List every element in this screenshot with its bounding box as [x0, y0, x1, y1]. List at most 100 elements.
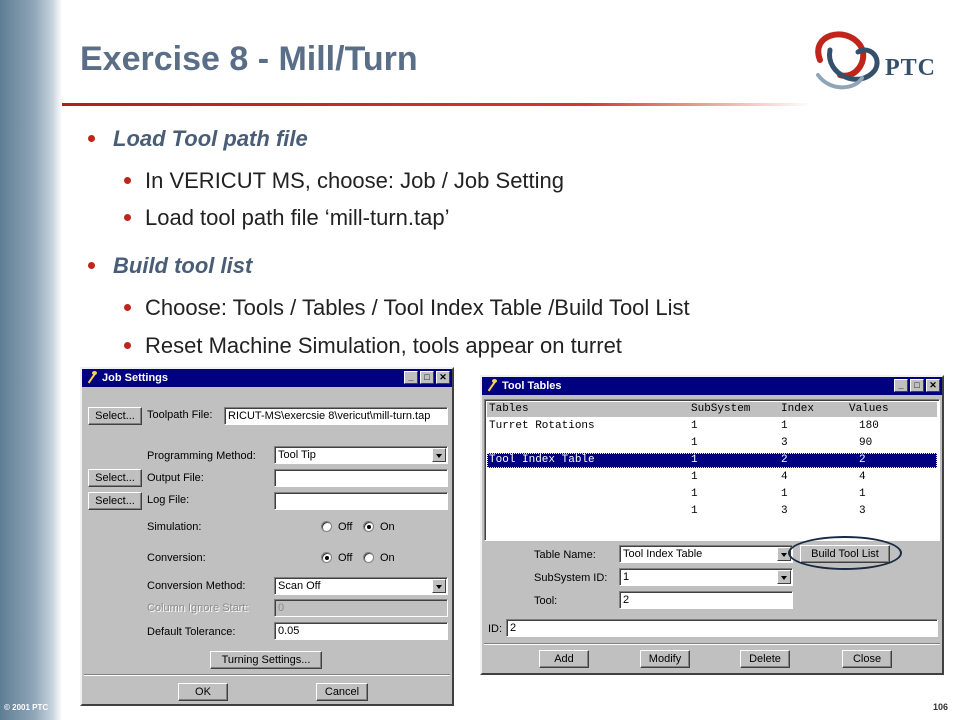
- conversion-on-radio[interactable]: [363, 552, 374, 563]
- maximize-icon[interactable]: [420, 371, 434, 384]
- conversion-label: Conversion:: [147, 552, 206, 564]
- table-row-selected[interactable]: Tool Index Table 1 2 2: [487, 453, 937, 468]
- ptc-logo-text: PTC: [885, 55, 936, 81]
- cell-subsystem: 1: [691, 505, 698, 517]
- window-controls: [404, 371, 450, 384]
- programming-method-value: Tool Tip: [278, 449, 316, 461]
- programming-method-label: Programming Method:: [147, 450, 256, 462]
- slide-title: Exercise 8 - Mill/Turn: [80, 40, 418, 78]
- conversion-off-radio[interactable]: [321, 552, 332, 563]
- cell-values: 2: [859, 454, 866, 466]
- programming-method-select[interactable]: Tool Tip: [274, 446, 448, 464]
- chevron-down-icon[interactable]: [432, 579, 446, 593]
- bullet-dot-icon: [124, 213, 131, 221]
- minimize-icon[interactable]: [404, 371, 418, 384]
- simulation-on-radio[interactable]: [363, 521, 374, 532]
- cell-subsystem: 1: [691, 437, 698, 449]
- select-output-button[interactable]: Select...: [88, 469, 142, 487]
- tool-tables-list[interactable]: Tables SubSystem Index Values Turret Rot…: [484, 399, 940, 541]
- close-icon[interactable]: [436, 371, 450, 384]
- column-header-tables[interactable]: Tables: [489, 403, 529, 415]
- conversion-method-select[interactable]: Scan Off: [274, 577, 448, 595]
- left-gradient-band: [0, 0, 62, 720]
- modify-button[interactable]: Modify: [640, 650, 690, 668]
- pin-icon: [86, 371, 98, 384]
- cell-index: 2: [781, 454, 788, 466]
- bullet-load-tap-file: Load tool path file ‘mill-turn.tap’: [124, 205, 450, 231]
- select-toolpath-button[interactable]: Select...: [88, 407, 142, 425]
- turning-settings-button[interactable]: Turning Settings...: [210, 651, 322, 669]
- cell-table: Turret Rotations: [489, 420, 595, 432]
- bullet-text: Build tool list: [113, 253, 253, 278]
- close-icon[interactable]: [926, 379, 940, 392]
- id-input[interactable]: 2: [506, 619, 938, 637]
- log-file-input[interactable]: [274, 492, 448, 510]
- subsystem-id-select[interactable]: 1: [619, 568, 793, 586]
- select-log-button[interactable]: Select...: [88, 492, 142, 510]
- simulation-off-label: Off: [338, 521, 353, 533]
- cell-values: 1: [859, 488, 866, 500]
- bullet-dot-icon: [88, 134, 95, 142]
- divider: [84, 674, 450, 676]
- bullet-dot-icon: [88, 261, 95, 269]
- simulation-label: Simulation:: [147, 521, 202, 533]
- toolpath-file-input[interactable]: RICUT-MS\exercsie 8\vericut\mill-turn.ta…: [224, 407, 448, 425]
- close-button[interactable]: Close: [842, 650, 892, 668]
- ptc-logo-icon: [815, 31, 880, 90]
- tool-tables-title-bar[interactable]: Tool Tables: [482, 377, 942, 395]
- default-tolerance-input[interactable]: 0.05: [274, 622, 448, 640]
- column-header-values[interactable]: Values: [849, 403, 889, 415]
- add-button[interactable]: Add: [539, 650, 589, 668]
- bullet-dot-icon: [124, 341, 131, 349]
- table-row[interactable]: 1 3 3: [487, 504, 937, 519]
- table-name-select[interactable]: Tool Index Table: [619, 545, 793, 563]
- bullet-text: In VERICUT MS, choose: Job / Job Setting: [145, 168, 565, 193]
- title-underline: [62, 103, 812, 106]
- table-row[interactable]: Turret Rotations 1 1 180: [487, 419, 937, 434]
- bullet-vericut-job-setting: In VERICUT MS, choose: Job / Job Setting: [124, 168, 564, 194]
- simulation-on-label: On: [380, 521, 395, 533]
- subsystem-id-label: SubSystem ID:: [534, 572, 608, 584]
- maximize-icon[interactable]: [910, 379, 924, 392]
- simulation-off-radio[interactable]: [321, 521, 332, 532]
- id-label: ID:: [488, 623, 503, 635]
- cell-subsystem: 1: [691, 471, 698, 483]
- job-settings-title-bar[interactable]: Job Settings: [82, 369, 452, 387]
- page-number: 106: [932, 702, 948, 712]
- conversion-method-label: Conversion Method:: [147, 580, 246, 592]
- cancel-button[interactable]: Cancel: [316, 683, 368, 701]
- cell-subsystem: 1: [691, 420, 698, 432]
- delete-button[interactable]: Delete: [740, 650, 790, 668]
- default-tolerance-label: Default Tolerance:: [147, 626, 236, 638]
- subsystem-id-value: 1: [623, 571, 630, 583]
- window-title: Job Settings: [102, 372, 169, 384]
- table-row[interactable]: 1 3 90: [487, 436, 937, 451]
- conversion-on-label: On: [380, 552, 395, 564]
- table-row[interactable]: 1 1 1: [487, 487, 937, 502]
- column-header-index[interactable]: Index: [781, 403, 815, 415]
- tool-label: Tool:: [534, 595, 558, 607]
- divider: [484, 643, 940, 645]
- tool-input[interactable]: 2: [619, 591, 793, 609]
- ok-button[interactable]: OK: [178, 683, 228, 701]
- conversion-method-value: Scan Off: [278, 580, 321, 592]
- chevron-down-icon[interactable]: [777, 570, 791, 584]
- pin-icon: [486, 379, 498, 392]
- minimize-icon[interactable]: [894, 379, 908, 392]
- table-row[interactable]: 1 4 4: [487, 470, 937, 485]
- chevron-down-icon[interactable]: [432, 448, 446, 462]
- window-controls: [894, 379, 940, 392]
- bullet-build-tool-list: Build tool list: [88, 253, 252, 279]
- cell-index: 3: [781, 505, 788, 517]
- output-file-input[interactable]: [274, 469, 448, 487]
- bullet-choose-tools-tables: Choose: Tools / Tables / Tool Index Tabl…: [124, 295, 690, 321]
- cell-index: 3: [781, 437, 788, 449]
- table-name-label: Table Name:: [534, 549, 596, 561]
- job-settings-window: Job Settings Select... Toolpath File: RI…: [80, 367, 454, 706]
- bullet-text: Load Tool path file: [113, 126, 308, 151]
- log-file-label: Log File:: [147, 494, 190, 506]
- column-header-subsystem[interactable]: SubSystem: [691, 403, 751, 415]
- bullet-dot-icon: [124, 176, 131, 184]
- column-ignore-start-label: Column Ignore Start:: [147, 602, 249, 614]
- window-title: Tool Tables: [502, 380, 562, 392]
